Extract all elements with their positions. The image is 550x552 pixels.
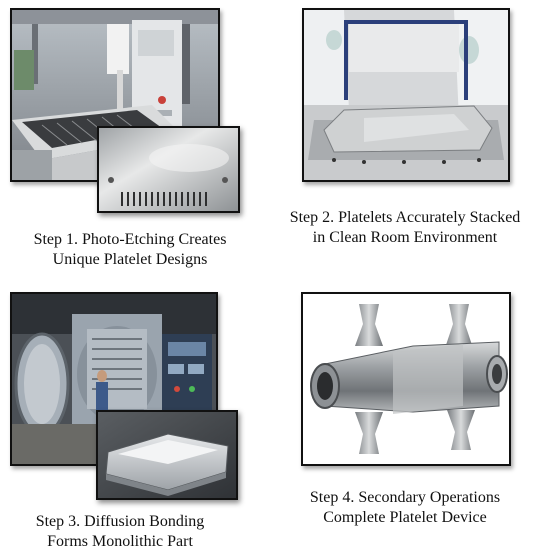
step4-caption: Step 4. Secondary Operations Complete Pl…	[290, 488, 520, 528]
step4-caption-line1: Step 4. Secondary Operations	[309, 489, 501, 506]
step4-caption-line2: Complete Platelet Device	[323, 509, 487, 526]
step2-platelet-stacking-image	[302, 8, 510, 182]
step2-caption: Step 2. Platelets Accurately Stacked in …	[280, 208, 530, 248]
step4-complete-platelet-device-image	[301, 292, 511, 466]
step2-caption-line2: in Clean Room Environment	[312, 229, 498, 246]
step1-caption-line2: Unique Platelet Designs	[52, 251, 208, 268]
step3-caption: Step 3. Diffusion Bonding Forms Monolith…	[0, 512, 240, 552]
step1-caption: Step 1. Photo-Etching Creates Unique Pla…	[0, 230, 260, 270]
step3-caption-line2: Forms Monolithic Part	[47, 533, 193, 550]
step3-bonded-part-inset-image	[96, 410, 238, 500]
step2-caption-line1: Step 2. Platelets Accurately Stacked	[289, 209, 521, 226]
step3-caption-line1: Step 3. Diffusion Bonding	[35, 513, 205, 530]
step1-etched-platelet-inset-image	[97, 126, 240, 213]
step1-caption-line1: Step 1. Photo-Etching Creates	[33, 231, 227, 248]
